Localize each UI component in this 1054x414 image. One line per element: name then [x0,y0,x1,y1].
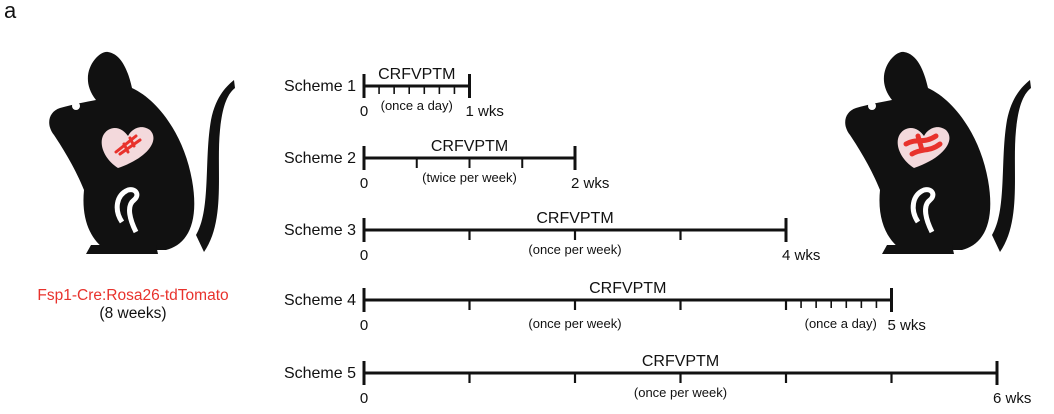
end-label: 4 wks [782,247,820,264]
frequency-label-daily: (once a day) [805,316,877,331]
frequency-label: (once per week) [528,316,621,331]
drug-label: CRFVPTM [642,353,719,370]
frequency-label: (once a day) [381,98,453,113]
drug-label: CRFVPTM [589,280,666,297]
drug-label: CRFVPTM [536,210,613,227]
drug-label: CRFVPTM [431,138,508,155]
mouse-left-icon [49,51,235,254]
frequency-label: (once per week) [528,242,621,257]
scheme-label: Scheme 3 [284,222,356,239]
scheme-label: Scheme 1 [284,78,356,95]
end-label: 2 wks [571,175,609,192]
scheme-label: Scheme 2 [284,150,356,167]
scheme-label: Scheme 4 [284,292,356,309]
start-label: 0 [360,390,368,407]
end-label: 5 wks [888,317,926,334]
drug-label: CRFVPTM [378,66,455,83]
start-label: 0 [360,317,368,334]
mouse-right-icon [845,51,1031,254]
frequency-label: (once per week) [634,385,727,400]
mouse-caption: Fsp1-Cre:Rosa26-tdTomato (8 weeks) [18,287,248,323]
end-label: 6 wks [993,390,1031,407]
mouse-strain-label: Fsp1-Cre:Rosa26-tdTomato [37,287,229,304]
mouse-age-label: (8 weeks) [99,305,167,322]
start-label: 0 [360,175,368,192]
frequency-label: (twice per week) [422,170,517,185]
scheme-label: Scheme 5 [284,365,356,382]
panel-label: a [4,0,17,23]
start-label: 0 [360,247,368,264]
start-label: 0 [360,103,368,120]
end-label: 1 wks [466,103,504,120]
